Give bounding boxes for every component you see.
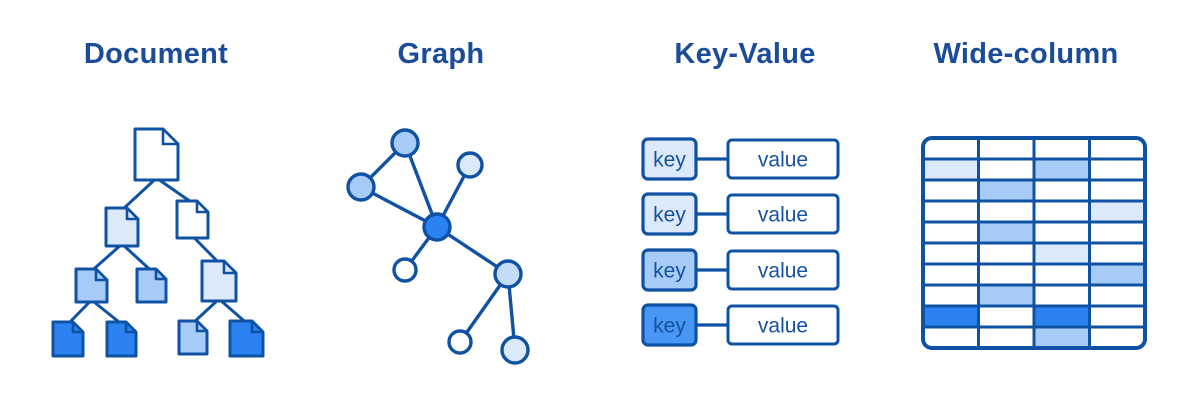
table-cell xyxy=(978,222,1034,243)
table-border xyxy=(921,136,1147,350)
graph-node xyxy=(422,212,452,242)
graph-node xyxy=(346,172,376,202)
tree-edge xyxy=(191,297,221,325)
graph-node xyxy=(500,335,530,365)
tree-edge xyxy=(90,298,123,326)
table-cell xyxy=(1034,243,1090,264)
key-box xyxy=(641,192,698,236)
key-box xyxy=(641,137,698,181)
value-label: value xyxy=(758,204,808,227)
graph-node xyxy=(447,329,473,355)
key-value-row: key value xyxy=(641,192,840,236)
table-cell xyxy=(978,180,1034,201)
key-value-section-title: Key-Value xyxy=(674,38,816,70)
key-label: key xyxy=(653,149,686,172)
document-node xyxy=(105,320,138,358)
document-node xyxy=(177,319,209,356)
graph-node xyxy=(456,151,484,179)
wide-column-section-title: Wide-column xyxy=(933,38,1119,70)
tree-edge xyxy=(90,242,123,273)
key-label: key xyxy=(653,260,686,283)
graph-section-title: Graph xyxy=(397,38,485,70)
table-cell xyxy=(978,285,1034,306)
value-label: value xyxy=(758,149,808,172)
key-label: key xyxy=(653,204,686,227)
value-box xyxy=(726,193,840,235)
document-node xyxy=(74,267,109,304)
graph-node xyxy=(493,259,523,289)
table-cell xyxy=(923,159,979,180)
table-cell xyxy=(1034,327,1090,348)
graph-node xyxy=(392,257,418,283)
tree-edge xyxy=(218,297,248,325)
key-value-row: key value xyxy=(641,248,840,292)
value-box xyxy=(726,304,840,346)
graph-node xyxy=(390,128,420,158)
key-value-row: key value xyxy=(641,303,840,347)
tree-edge xyxy=(155,176,194,205)
key-label: key xyxy=(653,315,686,338)
document-node xyxy=(104,206,140,248)
document-node xyxy=(228,319,265,358)
graph-network-illustration xyxy=(346,128,530,365)
value-label: value xyxy=(758,315,808,338)
table-cell xyxy=(1034,306,1090,327)
table-cell xyxy=(1089,201,1145,222)
value-box xyxy=(726,138,840,180)
value-box xyxy=(726,249,840,291)
value-label: value xyxy=(758,260,808,283)
document-node xyxy=(175,199,210,240)
key-value-row: key value xyxy=(641,137,840,181)
tree-edge xyxy=(191,234,221,265)
table-cell xyxy=(923,306,979,327)
key-value-illustration: key value key value key value key value xyxy=(641,137,840,347)
tree-edge xyxy=(120,176,158,212)
tree-edge xyxy=(66,298,93,326)
document-node xyxy=(200,259,238,303)
document-tree-illustration xyxy=(51,127,265,358)
graph-edge xyxy=(403,142,439,228)
tree-edge xyxy=(120,242,153,273)
table-cell xyxy=(1034,159,1090,180)
wide-column-illustration xyxy=(921,136,1147,350)
key-box xyxy=(641,248,698,292)
table-cell xyxy=(1089,264,1145,285)
key-box xyxy=(641,303,698,347)
document-node xyxy=(135,267,168,304)
document-section-title: Document xyxy=(83,38,229,70)
document-node xyxy=(51,320,85,358)
document-node xyxy=(133,127,180,182)
